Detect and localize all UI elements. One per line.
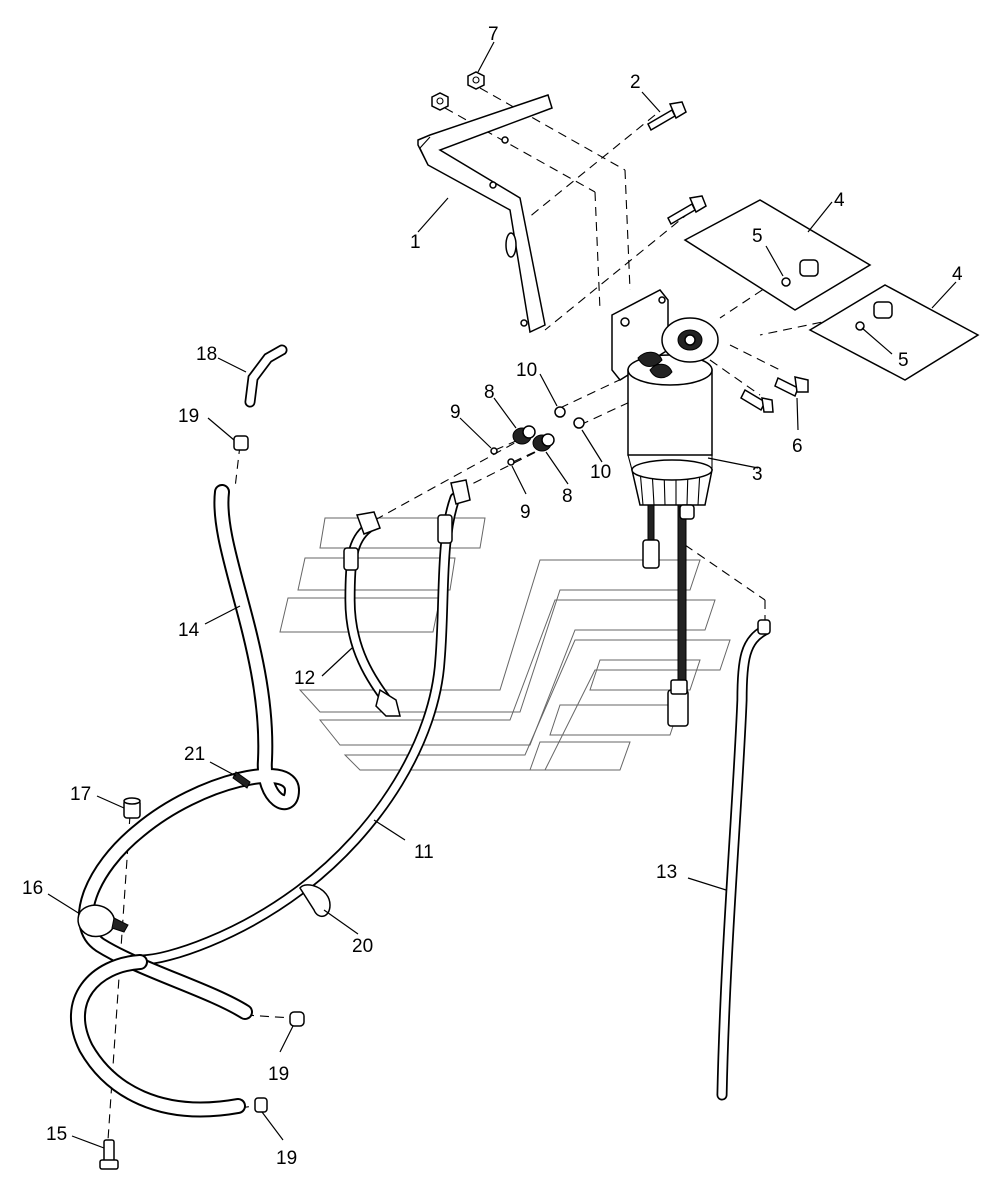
label-plate-lower xyxy=(808,284,980,381)
bolt xyxy=(740,376,809,413)
callout-5-upper: 5 xyxy=(752,226,763,247)
callout-6: 6 xyxy=(792,436,803,457)
callout-13: 13 xyxy=(656,862,677,883)
callout-leader-lines xyxy=(47,41,957,1149)
hose-lower xyxy=(69,954,246,1118)
callout-12: 12 xyxy=(294,668,315,689)
callout-16: 16 xyxy=(22,878,43,899)
callout-8-lower: 8 xyxy=(562,486,573,507)
callout-4-upper: 4 xyxy=(834,190,845,211)
mounting-bracket xyxy=(417,94,553,334)
cable-tie xyxy=(232,771,251,789)
label-plate-upper xyxy=(683,199,872,311)
callout-14: 14 xyxy=(178,620,200,641)
fuel-line-long xyxy=(134,479,471,966)
callout-9-lower: 9 xyxy=(520,502,531,523)
mounting-bolt xyxy=(647,101,707,226)
callout-2: 2 xyxy=(630,72,641,93)
callout-1: 1 xyxy=(410,232,421,253)
plug xyxy=(123,797,141,819)
callout-7: 7 xyxy=(488,24,499,45)
callout-5-lower: 5 xyxy=(898,350,909,371)
flange-nut xyxy=(431,71,485,111)
hose-clip xyxy=(299,884,331,917)
callout-19-lower: 19 xyxy=(276,1148,297,1169)
callout-20: 20 xyxy=(352,936,373,957)
hose-cap xyxy=(233,435,305,1113)
callout-10-lower: 10 xyxy=(590,462,611,483)
callout-18: 18 xyxy=(196,344,217,365)
callout-11: 11 xyxy=(414,842,434,863)
callout-15: 15 xyxy=(46,1124,67,1145)
vent-fitting xyxy=(244,344,288,408)
callout-19-middle: 19 xyxy=(268,1064,289,1085)
callout-8-upper: 8 xyxy=(484,382,495,403)
callout-17: 17 xyxy=(70,784,91,805)
callout-10-upper: 10 xyxy=(516,360,537,381)
callout-4-lower: 4 xyxy=(952,264,963,285)
return-line xyxy=(716,619,771,1101)
callout-21: 21 xyxy=(184,744,205,765)
callout-19-upper: 19 xyxy=(178,406,199,427)
fuel-filter-assembly xyxy=(611,289,719,727)
fuel-line-short xyxy=(343,511,401,717)
callout-labels: 1 2 3 4 4 5 5 6 7 8 8 9 9 10 10 11 12 13… xyxy=(22,24,963,1169)
bolt-lower xyxy=(99,1139,119,1170)
hose-clamp-large xyxy=(77,904,129,938)
callout-9-upper: 9 xyxy=(450,402,461,423)
callout-3: 3 xyxy=(752,464,763,485)
fitting-and-washers xyxy=(490,406,585,466)
